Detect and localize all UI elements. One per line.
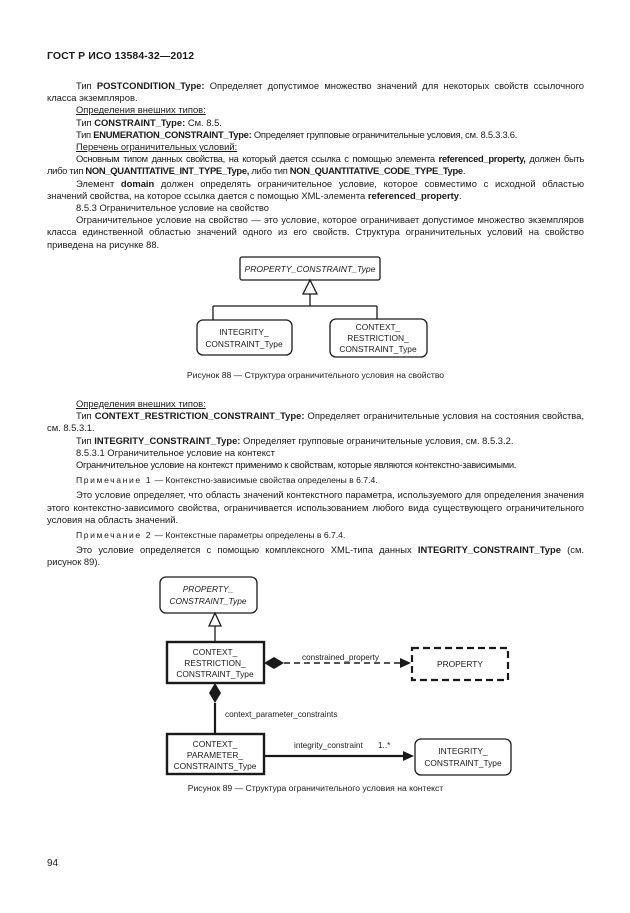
document-header: ГОСТ Р ИСО 13584-32—2012 xyxy=(47,50,195,62)
svg-text:RESTRICTION_: RESTRICTION_ xyxy=(184,658,246,668)
page-number: 94 xyxy=(47,858,59,869)
svg-text:PROPERTY_: PROPERTY_ xyxy=(183,584,234,594)
note-1: Примечание 1 — Контекстно-зависимые свой… xyxy=(76,475,378,486)
label-integrity-constraint: integrity_constraint xyxy=(294,741,363,750)
figure-88-caption: Рисунок 88 — Структура ограничительного … xyxy=(186,369,445,380)
label-constrained-property: constrained_property xyxy=(302,653,380,662)
paragraph-postcondition: Тип POSTCONDITION_Type: Определяет допус… xyxy=(47,80,584,104)
box-context-restriction-constraint-type-89 xyxy=(165,640,266,684)
svg-text:INTEGRITY_: INTEGRITY_ xyxy=(438,746,488,756)
svg-text:CONSTRAINT_Type: CONSTRAINT_Type xyxy=(176,669,254,679)
svg-text:CONTEXT_: CONTEXT_ xyxy=(193,739,238,749)
svg-text:CONTEXT_: CONTEXT_ xyxy=(193,647,238,657)
paragraph-integrity-constraint-type: Тип INTEGRITY_CONSTRAINT_Type: Определяе… xyxy=(76,434,514,446)
box-context-parameter-constraints-type xyxy=(165,732,266,775)
box-integrity-constraint-type xyxy=(196,319,293,356)
paragraph-property-constraint: Ограничительное условие на свойство — эт… xyxy=(47,214,584,250)
svg-text:CONSTRAINT_Type: CONSTRAINT_Type xyxy=(169,596,246,606)
figure-89-diagram: PROPERTY_ CONSTRAINT_Type CONTEXT_ RESTR… xyxy=(159,576,512,776)
paragraph-condition-definition: Это условие определяет, что область знач… xyxy=(47,489,584,525)
page-content: Тип POSTCONDITION_Type: Определяет допус… xyxy=(47,80,584,794)
label-context-parameter-constraints: context_parameter_constraints xyxy=(225,710,337,719)
svg-text:CONSTRAINT_Type: CONSTRAINT_Type xyxy=(205,339,283,349)
svg-text:RESTRICTION_: RESTRICTION_ xyxy=(347,333,409,343)
label-cardinality: 1..* xyxy=(378,741,391,750)
inheritance-triangle-89 xyxy=(207,611,223,627)
label-property-constraint-type: PROPERTY_CONSTRAINT_Type xyxy=(244,264,375,274)
box-property xyxy=(410,646,510,681)
paragraph-enumeration-constraint: Тип ENUMERATION_CONSTRAINT_Type: Определ… xyxy=(76,128,518,140)
svg-text:CONSTRAINT_Type: CONSTRAINT_Type xyxy=(424,758,502,768)
paragraph-domain-element: Элемент domain должен определять огранич… xyxy=(47,177,584,201)
heading-constraints-list: Перечень ограничительных условий: xyxy=(76,141,238,153)
paragraph-constraint-type: Тип CONSTRAINT_Type: См. 8.5. xyxy=(76,116,222,128)
svg-text:INTEGRITY_: INTEGRITY_ xyxy=(219,327,269,337)
box-integrity-constraint-type-89 xyxy=(414,738,512,776)
svg-text:CONSTRAINTS_Type: CONSTRAINTS_Type xyxy=(174,761,257,771)
section-heading-8-5-3: 8.5.3 Ограничительное условие на свойств… xyxy=(76,202,269,214)
heading-external-types-2: Определения внешних типов: xyxy=(76,398,206,410)
composition-diamond-down xyxy=(209,682,221,703)
figure-89-caption: Рисунок 89 — Структура ограничительного … xyxy=(187,782,444,793)
svg-text:PARAMETER_: PARAMETER_ xyxy=(187,750,243,760)
box-property-constraint-type-89 xyxy=(159,576,258,614)
box-context-restriction-constraint-type xyxy=(329,318,428,358)
svg-text:CONTEXT_: CONTEXT_ xyxy=(356,322,401,332)
paragraph-base-type: Основным типом данных свойства, на котор… xyxy=(47,153,584,177)
section-heading-8-5-3-1: 8.5.3.1 Ограничительное условие на конте… xyxy=(76,446,275,458)
paragraph-context-restriction-type: Тип CONTEXT_RESTRICTION_CONSTRAINT_Type:… xyxy=(47,410,584,434)
paragraph-xml-type: Это условие определяется с помощью компл… xyxy=(47,544,585,568)
svg-text:PROPERTY: PROPERTY xyxy=(437,659,483,669)
figure-88-diagram: PROPERTY_CONSTRAINT_Type INTEGRITY_ CONS… xyxy=(196,256,428,358)
note-2: Примечание 2 — Контекстные параметры опр… xyxy=(76,530,346,541)
composition-diamond-right xyxy=(264,656,284,669)
heading-external-types-1: Определения внешних типов: xyxy=(76,104,206,116)
paragraph-context-constraint: Ограничительное условие на контекст прим… xyxy=(76,459,517,471)
inheritance-triangle xyxy=(301,278,319,295)
svg-text:CONSTRAINT_Type: CONSTRAINT_Type xyxy=(339,344,417,354)
